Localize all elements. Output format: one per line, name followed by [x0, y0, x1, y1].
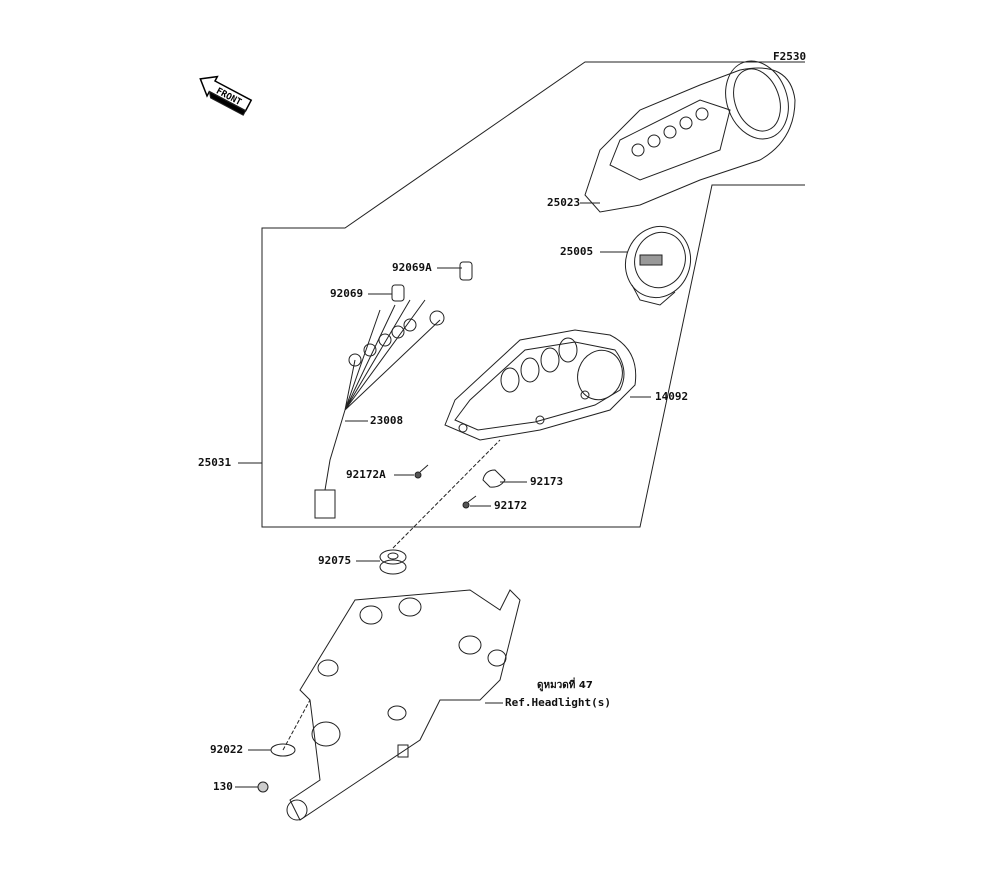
part-label-92022[interactable]: 92022 [210, 743, 244, 756]
part-label-25005[interactable]: 25005 [560, 245, 594, 258]
reference-thai-note: ดูหมวดที่ 47 [537, 680, 593, 691]
part-label-92172[interactable]: 92172 [494, 499, 528, 512]
part-label-130[interactable]: 130 [213, 780, 233, 793]
screw-92172A [414, 464, 429, 479]
meter-bracket-part [286, 589, 521, 821]
screw-92172 [462, 495, 477, 509]
meter-cover-part [584, 60, 796, 213]
wiring-harness-part [314, 261, 473, 519]
clamp-92173 [482, 469, 506, 488]
assembly-boundary [261, 61, 805, 528]
part-label-14092[interactable]: 14092 [655, 390, 689, 403]
meter-case-part [444, 329, 637, 441]
leader-lines [235, 202, 651, 788]
part-label-92069A[interactable]: 92069A [392, 261, 432, 274]
part-label-92069[interactable]: 92069 [330, 287, 364, 300]
part-label-25023[interactable]: 25023 [547, 196, 581, 209]
part-label-92172A[interactable]: 92172A [346, 468, 386, 481]
speedometer-part [625, 225, 691, 306]
part-label-92173[interactable]: 92173 [530, 475, 564, 488]
front-arrow-icon: FRONT [199, 75, 253, 116]
part-label-23008[interactable]: 23008 [370, 414, 404, 427]
reference-headlight-link[interactable]: Ref.Headlight(s) [505, 696, 611, 709]
part-label-92075[interactable]: 92075 [318, 554, 352, 567]
grommet-92075 [379, 549, 407, 575]
part-label-25031[interactable]: 25031 [198, 456, 232, 469]
bolt-130 [257, 781, 269, 793]
figure-code: F2530 [773, 50, 807, 63]
